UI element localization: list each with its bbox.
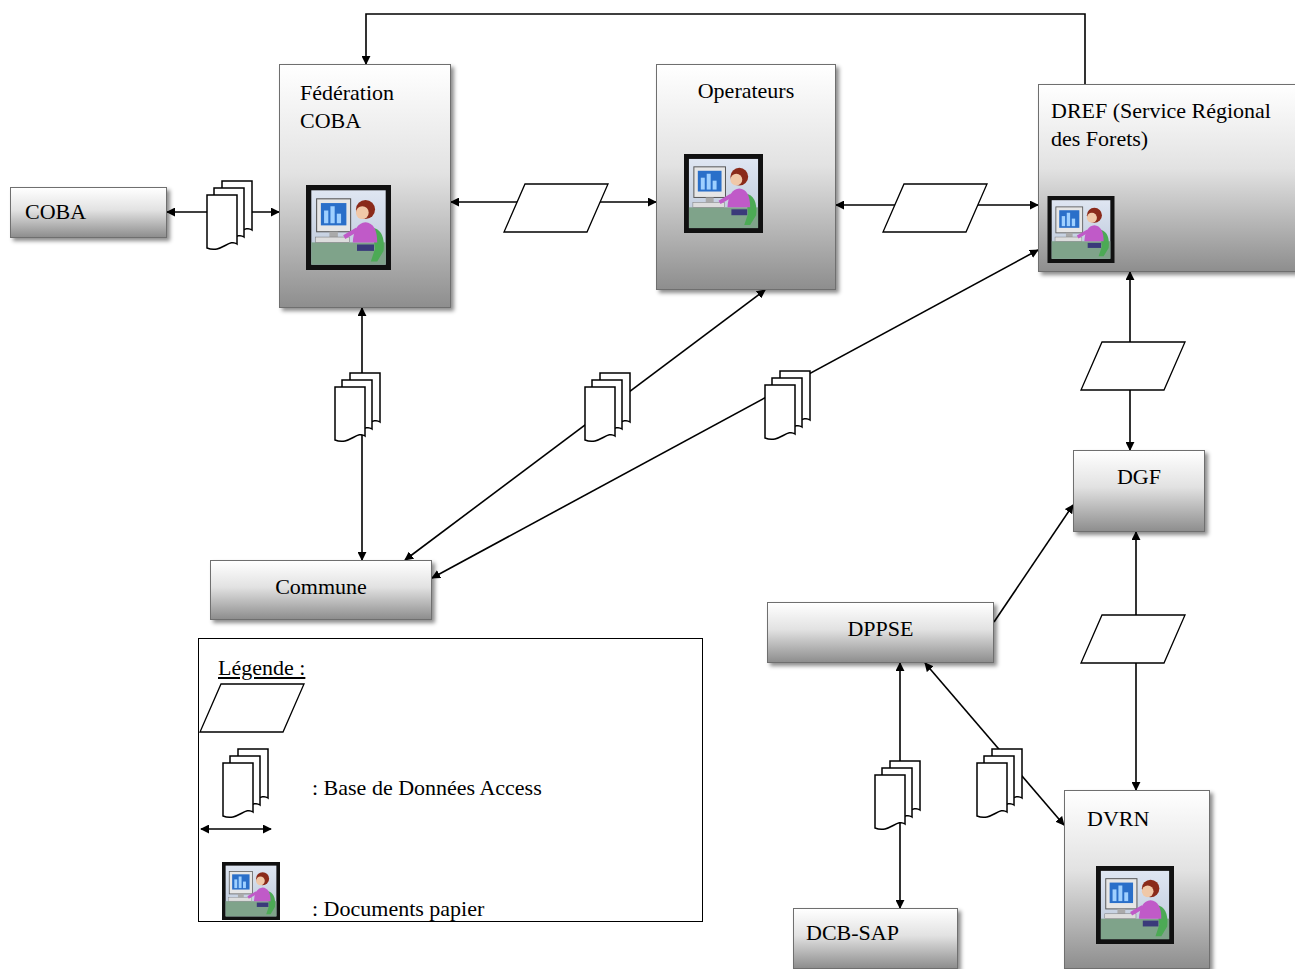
node-label: Fédération COBA <box>300 79 430 134</box>
dvrn-box: DVRN <box>1064 790 1210 969</box>
computer-icon <box>1041 196 1121 263</box>
computer-icon <box>306 185 391 270</box>
regional-service-box: DREF (Service Régional des Forets) <box>1038 84 1295 272</box>
coba-box: COBA <box>10 187 167 238</box>
node-label: DVRN <box>1087 805 1149 833</box>
database-icon <box>977 749 1022 817</box>
legend-box <box>199 639 703 922</box>
legend-text: : Base de Données Access <box>312 775 542 801</box>
paper-icon <box>883 184 987 232</box>
computer-icon <box>1096 866 1174 944</box>
node-label: Commune <box>275 573 367 601</box>
flow-arrow <box>925 663 1064 825</box>
database-icon <box>585 373 630 441</box>
paper-icon <box>1081 342 1185 390</box>
paper-icon <box>1081 615 1185 663</box>
node-label: Operateurs <box>698 77 795 105</box>
legend-computer-icon <box>222 862 280 920</box>
dgf-box: DGF <box>1073 450 1205 532</box>
legend-text: : Documents papier <box>312 896 484 922</box>
node-label: COBA <box>25 198 86 226</box>
legend-paper-icon <box>200 684 304 732</box>
node-label: DREF (Service Régional des Forets) <box>1051 97 1287 152</box>
flow-arrow <box>432 250 1038 578</box>
node-label: DPPSE <box>847 615 913 643</box>
database-icon <box>765 371 810 439</box>
paper-icon <box>504 184 608 232</box>
database-icon <box>875 761 920 829</box>
node-label: DCB-SAP <box>806 919 899 947</box>
commune-box: Commune <box>210 560 432 620</box>
database-icon <box>207 181 252 249</box>
operator-box: Operateurs <box>656 64 836 290</box>
legend-database-icon <box>223 749 268 817</box>
computer-icon <box>684 151 763 236</box>
flow-arrow <box>994 505 1073 622</box>
node-label: DGF <box>1117 463 1161 491</box>
legend-double-arrow <box>201 828 271 830</box>
dppse-box: DPPSE <box>767 602 994 663</box>
flow-arrow <box>405 290 765 560</box>
database-icon <box>335 373 380 441</box>
federation-box: Fédération COBA <box>279 64 451 308</box>
legend-heading: Légende : <box>218 655 305 681</box>
dcb-sap-box: DCB-SAP <box>793 908 958 969</box>
